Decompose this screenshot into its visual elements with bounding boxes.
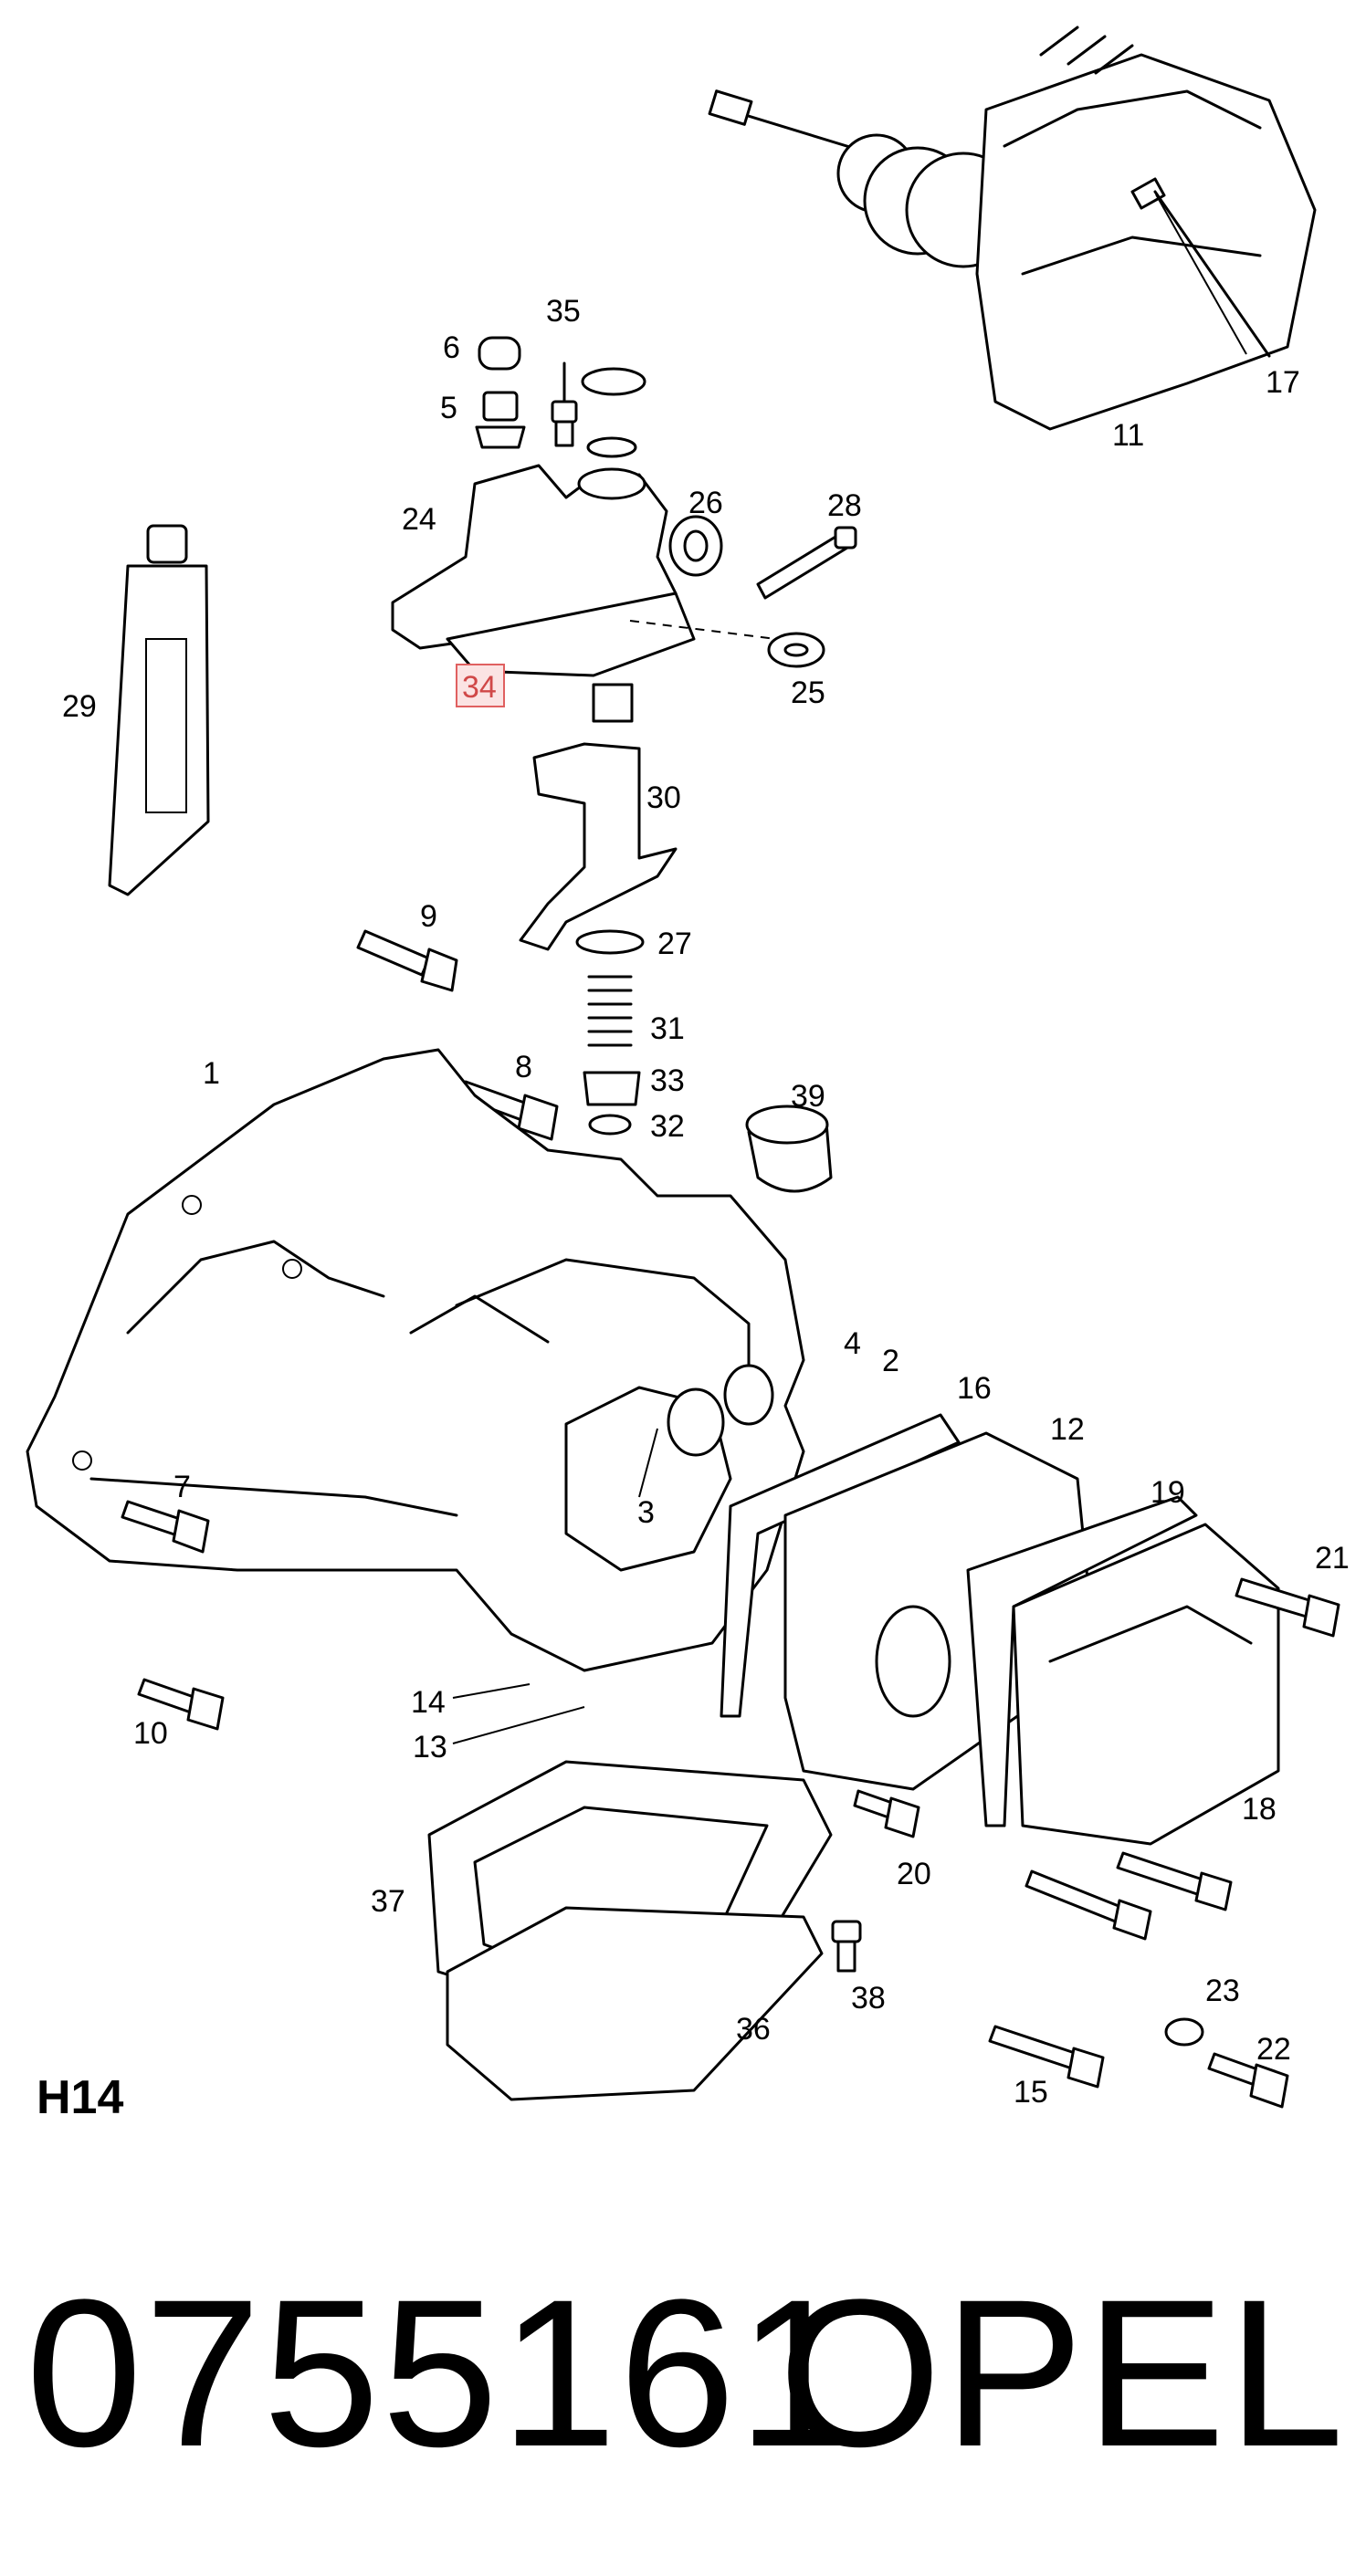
callout-6: 6 xyxy=(443,330,460,365)
callout-35: 35 xyxy=(546,294,581,329)
callout-3: 3 xyxy=(637,1495,655,1530)
callout-33: 33 xyxy=(650,1063,685,1098)
callout-31: 31 xyxy=(650,1011,685,1046)
shift-shaft-stack xyxy=(519,683,678,1136)
callout-1: 1 xyxy=(203,1056,220,1091)
case-covers xyxy=(720,1413,1280,1846)
bolts-upper xyxy=(356,929,559,1141)
sealant-tube xyxy=(108,524,210,896)
callout-20: 20 xyxy=(897,1857,931,1891)
bolts-lower xyxy=(121,1500,1340,2109)
callout-4: 4 xyxy=(844,1326,861,1361)
callout-10: 10 xyxy=(133,1716,168,1751)
callout-27: 27 xyxy=(657,927,692,961)
callout-29: 29 xyxy=(62,689,97,724)
bearing xyxy=(745,1105,833,1193)
callout-12: 12 xyxy=(1050,1412,1085,1447)
callout-2: 2 xyxy=(882,1344,899,1378)
callout-24: 24 xyxy=(402,502,436,537)
callout-25: 25 xyxy=(791,675,825,710)
callout-16: 16 xyxy=(957,1371,992,1406)
callout-30: 30 xyxy=(646,780,681,815)
brand-name: OPEL xyxy=(778,2256,1346,2490)
callout-36: 36 xyxy=(736,2012,771,2047)
transmission-case xyxy=(26,1048,805,1672)
callout-18: 18 xyxy=(1242,1792,1277,1827)
selector-housing-group xyxy=(391,336,857,677)
callout-28: 28 xyxy=(827,488,862,523)
callout-15: 15 xyxy=(1014,2075,1048,2110)
callout-34: 34 xyxy=(462,670,497,705)
callout-5: 5 xyxy=(440,391,457,425)
callout-8: 8 xyxy=(515,1050,532,1084)
callout-39: 39 xyxy=(791,1079,825,1114)
callout-38: 38 xyxy=(851,1981,886,2016)
callout-22: 22 xyxy=(1256,2032,1291,2067)
group-code: H14 xyxy=(37,2071,124,2124)
callout-13: 13 xyxy=(413,1730,447,1764)
callout-21: 21 xyxy=(1315,1541,1350,1576)
callout-32: 32 xyxy=(650,1109,685,1144)
part-number: 0755161 xyxy=(26,2256,856,2490)
callout-9: 9 xyxy=(420,899,437,934)
callout-17: 17 xyxy=(1266,365,1300,400)
callout-11: 11 xyxy=(1112,418,1144,453)
callout-26: 26 xyxy=(688,486,723,520)
callout-34-highlight xyxy=(456,664,505,707)
callout-7: 7 xyxy=(173,1470,191,1504)
leader-lines xyxy=(452,194,1247,1744)
callout-labels: 1 2 3 4 5 6 7 8 9 10 11 12 13 14 15 16 1… xyxy=(62,294,1350,2110)
callout-19: 19 xyxy=(1151,1475,1185,1510)
gearbox-internal-assembly xyxy=(708,26,1317,431)
oil-pan xyxy=(427,1760,833,2101)
callout-23: 23 xyxy=(1205,1974,1240,2008)
callout-14: 14 xyxy=(411,1685,446,1720)
callout-37: 37 xyxy=(371,1884,405,1919)
